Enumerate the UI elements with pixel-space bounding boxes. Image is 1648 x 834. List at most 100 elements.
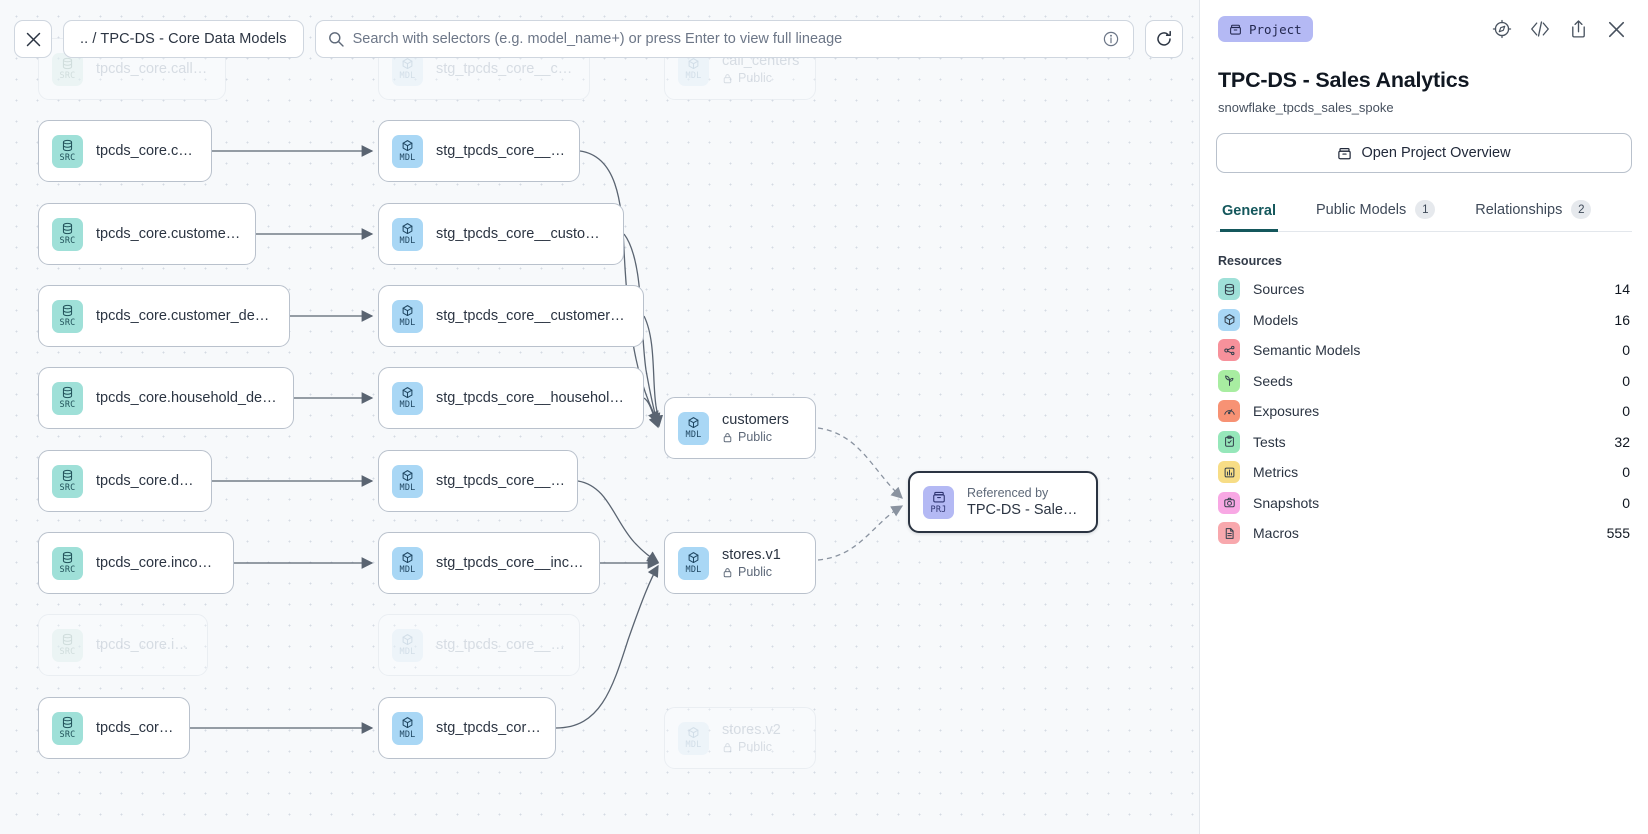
explore-compass-icon[interactable]: [1488, 15, 1516, 43]
lineage-node-src-date-dim[interactable]: SRCtpcds_core.date_dim: [38, 450, 212, 512]
lineage-node-title: stg_tpcds_core__customer: [436, 143, 567, 159]
cube-icon: [401, 386, 414, 399]
node-kind-label: MDL: [400, 400, 416, 410]
mdl-badge: MDL: [392, 218, 423, 251]
resource-name: Sources: [1253, 281, 1601, 297]
lineage-node-title: stg_tpcds_core__customer_address: [436, 226, 611, 242]
src-badge: SRC: [52, 218, 83, 251]
tab-public-models[interactable]: Public Models1: [1314, 193, 1437, 232]
lineage-node-title: tpcds_core.customer_address: [96, 226, 243, 242]
lineage-node-mdl-stores-v2[interactable]: MDLstores.v2Public: [664, 707, 816, 769]
resource-count: 32: [1614, 434, 1630, 450]
lineage-node-src-household-demographics[interactable]: SRCtpcds_core.household_demographics: [38, 367, 294, 429]
lineage-node-src-customer[interactable]: SRC tpcds_core.customer: [38, 120, 212, 182]
src-badge: SRC: [52, 629, 83, 662]
resource-row-models[interactable]: Models16: [1216, 305, 1632, 336]
tab-label: Relationships: [1475, 202, 1562, 218]
lineage-node-title: stg_tpcds_core__income_band: [436, 555, 587, 571]
node-kind-label: MDL: [400, 730, 416, 740]
lineage-node-project[interactable]: PRJ Referenced by TPC-DS - Sales Analyti…: [908, 471, 1098, 533]
lineage-node-mdl-stores-v1[interactable]: MDL stores.v1Public: [664, 532, 816, 594]
node-kind-label: SRC: [60, 400, 76, 410]
resource-row-snapshots[interactable]: Snapshots0: [1216, 488, 1632, 519]
cube-icon: [1218, 309, 1240, 331]
lineage-canvas[interactable]: .. / TPC-DS - Core Data Models Search wi…: [0, 0, 1199, 834]
close-lineage-button[interactable]: [14, 20, 52, 58]
lineage-node-mdl-customer-address[interactable]: MDL stg_tpcds_core__customer_address: [378, 203, 624, 265]
clipboard-check-icon: [1218, 431, 1240, 453]
mdl-badge: MDL: [392, 135, 423, 168]
lineage-node-visibility: Public: [722, 740, 781, 754]
open-project-overview-button[interactable]: Open Project Overview: [1216, 133, 1632, 173]
mdl-badge: MDL: [678, 412, 709, 445]
node-kind-label: MDL: [400, 483, 416, 493]
tab-relationships[interactable]: Relationships 2: [1473, 193, 1593, 232]
resource-name: Seeds: [1253, 373, 1609, 389]
project-type-badge[interactable]: Project: [1218, 16, 1313, 42]
node-kind-label: MDL: [400, 236, 416, 246]
refresh-icon: [1155, 30, 1173, 48]
resource-row-tests[interactable]: Tests32: [1216, 427, 1632, 458]
lineage-node-mdl-inventory[interactable]: MDL stg_tpcds_core__inventory: [378, 614, 580, 676]
refresh-button[interactable]: [1145, 20, 1183, 58]
lineage-node-title: stg_tpcds_core__customer_demogra…: [436, 308, 631, 324]
info-circle-icon[interactable]: [1103, 31, 1119, 47]
lineage-node-src-customer-demographics[interactable]: SRCtpcds_core.customer_demographics: [38, 285, 290, 347]
lineage-node-src-customer-address[interactable]: SRC tpcds_core.customer_address: [38, 203, 256, 265]
lineage-node-title: stg_tpcds_core__inventory: [436, 637, 567, 653]
mdl-badge: MDL: [392, 629, 423, 662]
mdl-badge: MDL: [678, 547, 709, 580]
close-icon[interactable]: [1602, 15, 1630, 43]
lineage-node-src-store[interactable]: SRCtpcds_core.store: [38, 697, 190, 759]
lock-icon: [722, 742, 733, 753]
database-icon: [61, 386, 74, 399]
lineage-node-title: stores.v1: [722, 547, 781, 563]
search-placeholder: Search with selectors (e.g. model_name+)…: [353, 31, 1094, 47]
resource-row-macros[interactable]: Macros555: [1216, 518, 1632, 549]
lock-icon: [722, 432, 733, 443]
lineage-node-mdl-customer[interactable]: MDL stg_tpcds_core__customer: [378, 120, 580, 182]
open-project-overview-label: Open Project Overview: [1361, 145, 1510, 161]
cube-icon: [687, 551, 700, 564]
lineage-node-src-inventory[interactable]: SRCtpcds_core.inventory: [38, 614, 208, 676]
lineage-node-mdl-customer-demographics[interactable]: MDLstg_tpcds_core__customer_demogra…: [378, 285, 644, 347]
search-input[interactable]: Search with selectors (e.g. model_name+)…: [315, 20, 1134, 58]
tab-count: 2: [1571, 200, 1591, 219]
breadcrumb[interactable]: .. / TPC-DS - Core Data Models: [63, 20, 304, 58]
lineage-node-visibility: Public: [722, 565, 781, 579]
lineage-node-mdl-income-band[interactable]: MDLstg_tpcds_core__income_band: [378, 532, 600, 594]
resource-row-metrics[interactable]: Metrics0: [1216, 457, 1632, 488]
resource-row-exposures[interactable]: Exposures0: [1216, 396, 1632, 427]
project-node-title: TPC-DS - Sales Analytics: [967, 502, 1084, 518]
src-badge: SRC: [52, 382, 83, 415]
page-subtitle: snowflake_tpcds_sales_spoke: [1218, 100, 1632, 115]
share-upload-icon[interactable]: [1564, 15, 1592, 43]
lineage-node-visibility-label: Public: [738, 565, 772, 579]
mdl-badge: MDL: [392, 712, 423, 745]
project-box-icon: [932, 490, 946, 504]
camera-icon: [1218, 492, 1240, 514]
lineage-node-mdl-household-demographics[interactable]: MDLstg_tpcds_core__household_demogr…: [378, 367, 644, 429]
cube-icon: [687, 726, 700, 739]
node-kind-label: SRC: [60, 153, 76, 163]
breadcrumb-label: .. / TPC-DS - Core Data Models: [80, 31, 287, 47]
node-kind-label: MDL: [400, 647, 416, 657]
resource-count: 16: [1614, 312, 1630, 328]
src-badge: SRC: [52, 547, 83, 580]
code-brackets-icon[interactable]: [1526, 15, 1554, 43]
lineage-node-mdl-store[interactable]: MDLstg_tpcds_core__store: [378, 697, 556, 759]
lineage-node-mdl-date-dim[interactable]: MDLstg_tpcds_core__date_dim: [378, 450, 578, 512]
resource-row-semantic-models[interactable]: Semantic Models0: [1216, 335, 1632, 366]
node-kind-label: MDL: [400, 153, 416, 163]
lineage-node-title: tpcds_core.customer: [96, 143, 199, 159]
node-kind-label: SRC: [60, 318, 76, 328]
node-kind-label: MDL: [686, 565, 702, 575]
lineage-node-title: tpcds_core.income_band: [96, 555, 221, 571]
resource-row-sources[interactable]: Sources14: [1216, 274, 1632, 305]
tab-general[interactable]: General: [1220, 196, 1278, 232]
resource-row-seeds[interactable]: Seeds0: [1216, 366, 1632, 397]
lineage-node-src-income-band[interactable]: SRC tpcds_core.income_band: [38, 532, 234, 594]
node-kind-label: SRC: [60, 483, 76, 493]
database-icon: [61, 222, 74, 235]
lineage-node-mdl-customers[interactable]: MDLcustomersPublic: [664, 397, 816, 459]
